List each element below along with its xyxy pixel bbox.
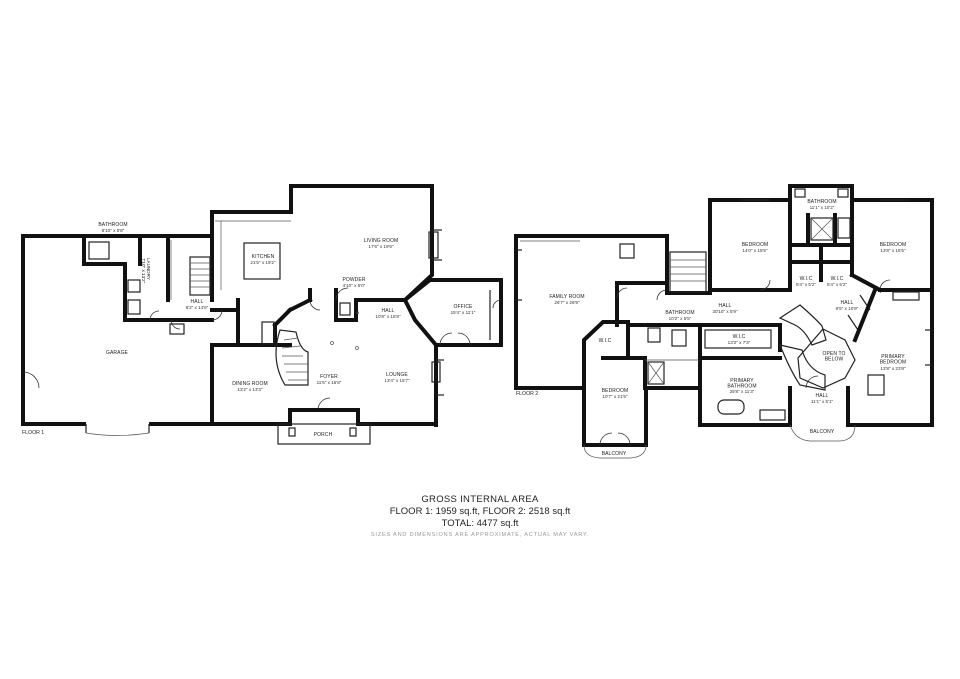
room-label-balcony-a: BALCONY [602,451,627,457]
room-label-bedroom-b: BEDROOM [742,242,769,248]
room-label-bathroom: BATHROOM [98,222,127,228]
room-dim-hall-b: 10'8" x 15'8" [375,314,401,319]
room-label-garage: GARAGE [106,350,129,356]
room-label-porch: PORCH [314,432,333,438]
kitchen-walls [189,184,434,347]
area-summary: GROSS INTERNAL AREA FLOOR 1: 1959 sq.ft,… [0,494,960,541]
room-dim-primary-bathroom: 25'8" x 11'3" [730,389,755,394]
room-label-laundry: LAUNDRY [146,258,151,280]
stair-walls [665,198,712,295]
floor-2-plan [514,184,934,459]
room-dim-bedroom-a: 10'7" x 21'5" [602,394,628,399]
room-label-kitchen: KITCHEN [252,254,275,260]
room-label-hall-e: HALL [816,393,829,399]
room-label-bedroom-c: BEDROOM [880,242,907,248]
room-dim-wic-c: 5'4" x 5'2" [827,282,847,287]
foyer-walls [275,329,331,411]
room-dim-hall-a: 8'2" x 14'6" [186,305,209,310]
bathroom-laundry-walls [84,234,214,335]
room-dim-wic-b: 5'4" x 5'2" [796,282,816,287]
room-dim-bathroom-b: 11'1" x 10'2" [810,205,835,210]
floor-2-label: FLOOR 2 [516,391,538,397]
room-dim-living-room: 17'6" x 19'6" [368,244,394,249]
room-label-bathroom-a: BATHROOM [665,310,694,316]
room-dim-kitchen: 21'5" x 19'2" [250,260,276,265]
room-dim-bathroom-a: 10'2" x 5'5" [669,316,692,321]
room-label-office: OFFICE [454,304,473,310]
primary-bedroom-walls [789,287,934,442]
area-total: TOTAL: 4477 sq.ft [441,518,519,529]
room-label-foyer: FOYER [320,374,338,380]
garage-walls [21,234,214,436]
room-dim-office: 15'4" x 11'1" [451,310,476,315]
room-dim-hall-c: 30'10" x 5'9" [712,309,738,314]
room-label-lounge: LOUNGE [386,372,408,378]
room-label-powder: POWDER [342,277,365,283]
room-label-bathroom-b: BATHROOM [807,199,836,205]
room-dim-bedroom-b: 14'0" x 15'5" [742,248,768,253]
room-label-dining-room: DINING ROOM [232,381,268,387]
floor-1-fixtures [330,311,359,350]
floor-1-label: FLOOR 1 [22,430,44,436]
room-label-hall-c: HALL [719,303,732,309]
room-dim-hall-e: 11'1" x 5'1" [811,399,834,404]
floor-1-plan [21,184,503,445]
room-label-wic-c: W.I.C [831,276,844,282]
room-dim-hall-d: 9'5" x 10'9" [836,306,859,311]
room-label-wic-b: W.I.C [800,276,813,282]
room-dim-dining-room: 13'2" x 13'3" [237,387,263,392]
open-to-below-walls [778,294,871,427]
room-dim-laundry: 7'10" x 13'2" [141,258,146,284]
room-label-balcony-b: BALCONY [810,429,835,435]
room-dim-lounge: 13'4" x 15'7" [384,378,410,383]
area-floors: FLOOR 1: 1959 sq.ft, FLOOR 2: 2518 sq.ft [389,506,571,517]
room-dim-bedroom-c: 13'8" x 15'5" [880,248,906,253]
room-dim-primary-bedroom: 13'8" x 23'8" [880,366,906,371]
bedroom-a-walls [582,320,648,459]
room-label-bedroom-a: BEDROOM [602,388,629,394]
room-dim-bathroom: 8'10" x 5'8" [102,228,125,233]
room-dim-foyer: 11'5" x 15'8" [317,380,342,385]
room-label-hall-d: HALL [841,300,854,306]
room-label-wic-a: W.I.C [599,338,612,344]
room-label-wic-d: W.I.C [733,334,746,340]
room-dim-wic-d: 13'2" x 7'3" [728,340,751,345]
dining-lounge-walls [210,343,444,445]
area-disclaimer: SIZES AND DIMENSIONS ARE APPROXIMATE, AC… [370,532,590,538]
room-dim-powder: 4'10" x 5'0" [343,283,366,288]
room-label-living-room: LIVING ROOM [364,238,398,244]
office-walls [402,278,503,427]
room-label-hall-a: HALL [191,299,204,305]
room-label-hall-b: HALL [382,308,395,314]
room-dim-family-room: 26'7" x 26'9" [554,300,580,305]
hall-walls [626,323,792,427]
upper-bedroom-walls [708,184,934,295]
room-label-family-room: FAMILY ROOM [549,294,584,300]
area-heading: GROSS INTERNAL AREA [421,494,539,505]
